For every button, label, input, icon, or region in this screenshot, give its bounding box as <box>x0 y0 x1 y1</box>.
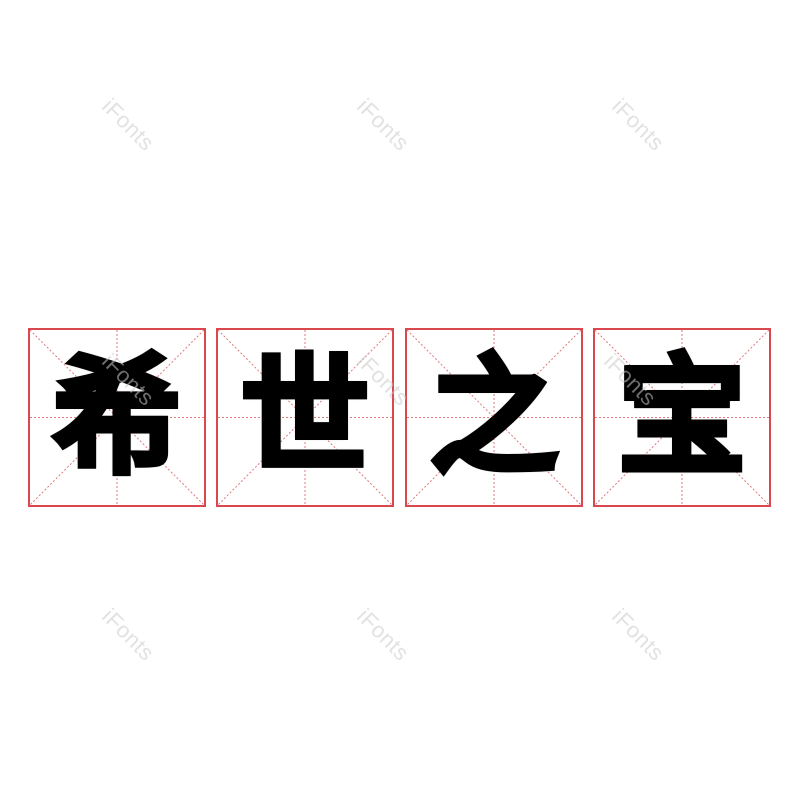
grid-guides <box>595 330 769 505</box>
character-tile-2: 世 <box>216 328 394 507</box>
watermark-top-right: iFonts <box>607 93 670 156</box>
character-tile-3: 之 <box>405 328 583 507</box>
character-tile-4: 宝 <box>593 328 771 507</box>
character-glyph: 世 <box>238 342 371 492</box>
watermark-bottom-right: iFonts <box>607 603 670 666</box>
watermark-bottom-left: iFonts <box>97 603 160 666</box>
character-tile-1: 希 <box>28 328 206 507</box>
watermark-top-left: iFonts <box>97 93 160 156</box>
watermark-top-center: iFonts <box>352 93 415 156</box>
grid-guides <box>407 330 581 505</box>
character-glyph: 希 <box>50 342 183 492</box>
character-glyph: 宝 <box>615 342 748 492</box>
watermark-bottom-center: iFonts <box>352 603 415 666</box>
character-glyph: 之 <box>427 342 560 492</box>
grid-guides <box>218 330 392 505</box>
grid-guides <box>30 330 204 505</box>
